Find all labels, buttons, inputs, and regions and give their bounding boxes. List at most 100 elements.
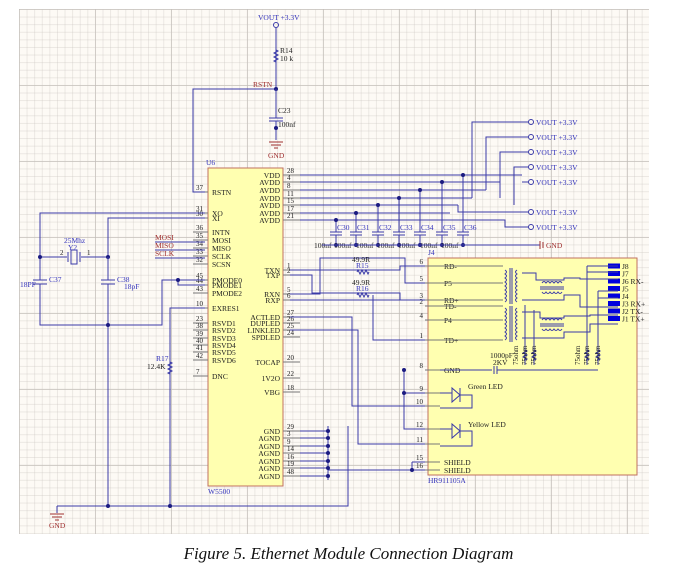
u6-pin-name: EXRES1 <box>212 304 240 313</box>
u6-pin-number: 4 <box>287 174 291 182</box>
u6-pin-number: 5 <box>287 286 291 294</box>
net-mosi: MOSI <box>155 233 174 242</box>
u6-pin-name: AGND <box>258 442 280 451</box>
u6-pin-name: PMODE0 <box>212 276 242 285</box>
u6-pin-name: RSVD2 <box>212 326 236 335</box>
u6-pin-name: TOCAP <box>256 358 280 367</box>
u6-pin-number: 10 <box>196 300 204 308</box>
u6-pin-name: RSTN <box>212 188 232 197</box>
u6-part: W5500 <box>208 487 230 496</box>
capacitor-ref: C35 <box>443 223 456 232</box>
u6-pin-number: 39 <box>196 330 204 338</box>
j4-pin-number: 10 <box>416 398 424 406</box>
capacitor-ref: C32 <box>379 223 392 232</box>
u6-pin-number: 28 <box>287 167 295 175</box>
vout-label: VOUT +3.3V <box>536 148 578 157</box>
u6-pin-number: 1 <box>287 262 291 270</box>
u6-pin-name: VDD <box>264 171 281 180</box>
u6-pin-name: SCLK <box>212 252 232 261</box>
u6-pin-number: 37 <box>196 184 204 192</box>
c37-value: 18PF <box>20 280 36 289</box>
u6-pin-name: GND <box>264 427 281 436</box>
rj45-pin-label: J6 RX- <box>622 277 644 286</box>
vdd-power-rails <box>300 173 522 232</box>
u6-pin-number: 18 <box>287 384 295 392</box>
resistor-value: 75ohm <box>512 345 520 365</box>
r17-ref: R17 <box>156 354 169 363</box>
j4-cap-value: 1000pF <box>490 351 513 360</box>
r15-resistor-icon <box>356 268 370 276</box>
vout-port-icon <box>528 224 534 230</box>
capacitor-ref: C33 <box>400 223 413 232</box>
resistor-value: 75ohm <box>594 345 602 365</box>
u6-pin-number: 40 <box>196 337 204 345</box>
c23-value: 100nf <box>278 120 296 129</box>
u6-pin-name: 1V2O <box>262 374 281 383</box>
gnd-right-label: GND <box>546 241 563 250</box>
vout-label: VOUT +3.3V <box>536 118 578 127</box>
vout-label: VOUT +3.3V <box>536 208 578 217</box>
u6-pin-name: RSVD1 <box>212 319 236 328</box>
u6-pin-name: AGND <box>258 457 280 466</box>
u6-pin-number: 29 <box>287 423 295 431</box>
rj45-pin-label: J3 RX+ <box>622 300 645 309</box>
u6-pin-name: RXN <box>264 290 280 299</box>
vout-port-icon <box>273 22 279 28</box>
vout-top-label: VOUT +3.3V <box>258 13 300 22</box>
u6-pin-name: AGND <box>258 449 280 458</box>
u6-pin-name: XI <box>212 214 220 223</box>
u6-pin-number: 48 <box>287 468 295 476</box>
resistor-value: 75ohm <box>521 345 529 365</box>
j4-pin-number: 4 <box>420 312 424 320</box>
u6-ground-bus <box>300 426 330 480</box>
rj45-pin-pad <box>608 308 620 314</box>
j4-ref: J4 <box>428 248 435 257</box>
yellow-led-label: Yellow LED <box>468 420 506 429</box>
r14-resistor-icon <box>272 49 280 63</box>
j4-pin-number: 15 <box>416 454 424 462</box>
u6-pin-number: 9 <box>287 438 291 446</box>
green-led-label: Green LED <box>468 382 503 391</box>
gnd-symbol-icon <box>269 141 283 149</box>
u6-pin-name: RSVD3 <box>212 334 236 343</box>
vout-label: VOUT +3.3V <box>536 178 578 187</box>
rj45-pin-label: J8 <box>622 262 629 271</box>
u6-pin-name: RXP <box>265 296 280 305</box>
r16-resistor-icon <box>356 291 370 299</box>
net-miso: MISO <box>155 241 174 250</box>
j4-pin-number: 3 <box>420 292 424 300</box>
u6-pin-name: INTN <box>212 228 230 237</box>
u6-pin-number: 17 <box>287 205 295 213</box>
u6-pin-number: 41 <box>196 344 204 352</box>
rj45-pin-label: J4 <box>622 292 629 301</box>
j4-pin-number: 16 <box>416 462 424 470</box>
u6-pin-number: 20 <box>287 354 295 362</box>
j4-pin-number: 2 <box>420 298 424 306</box>
rj45-pin-label: J2 TX- <box>622 307 643 316</box>
u6-pin-name: LINKLED <box>248 326 281 335</box>
j4-connector-body <box>427 257 638 476</box>
u6-pin-name: DUPLED <box>250 319 280 328</box>
u6-pin-number: 45 <box>196 272 204 280</box>
u6-pin-name: AVDD <box>259 201 280 210</box>
u6-ref: U6 <box>206 158 215 167</box>
figure-caption: Figure 5. Ethernet Module Connection Dia… <box>183 544 514 563</box>
j4-part: HR911105A <box>428 476 466 485</box>
rj45-pin-pad <box>608 278 620 284</box>
resistor-value: 75ohm <box>574 345 582 365</box>
u6-pin-number: 15 <box>287 197 295 205</box>
j4-pin-number: 5 <box>420 275 424 283</box>
vout-port-icon <box>528 134 534 140</box>
u6-pin-number: 30 <box>196 210 204 218</box>
r15-ref: R15 <box>356 261 369 270</box>
gnd-bottom-label: GND <box>49 521 66 530</box>
j4-magnetics <box>440 265 618 374</box>
u6-pin-name: ACTLED <box>250 313 280 322</box>
u6-pin-number: 14 <box>287 445 295 453</box>
rj45-pin-pad <box>608 316 620 321</box>
j4-pin-number: 12 <box>416 421 424 429</box>
resistor-value: 75ohm <box>583 345 591 365</box>
u6-pin-number: 3 <box>287 430 291 438</box>
